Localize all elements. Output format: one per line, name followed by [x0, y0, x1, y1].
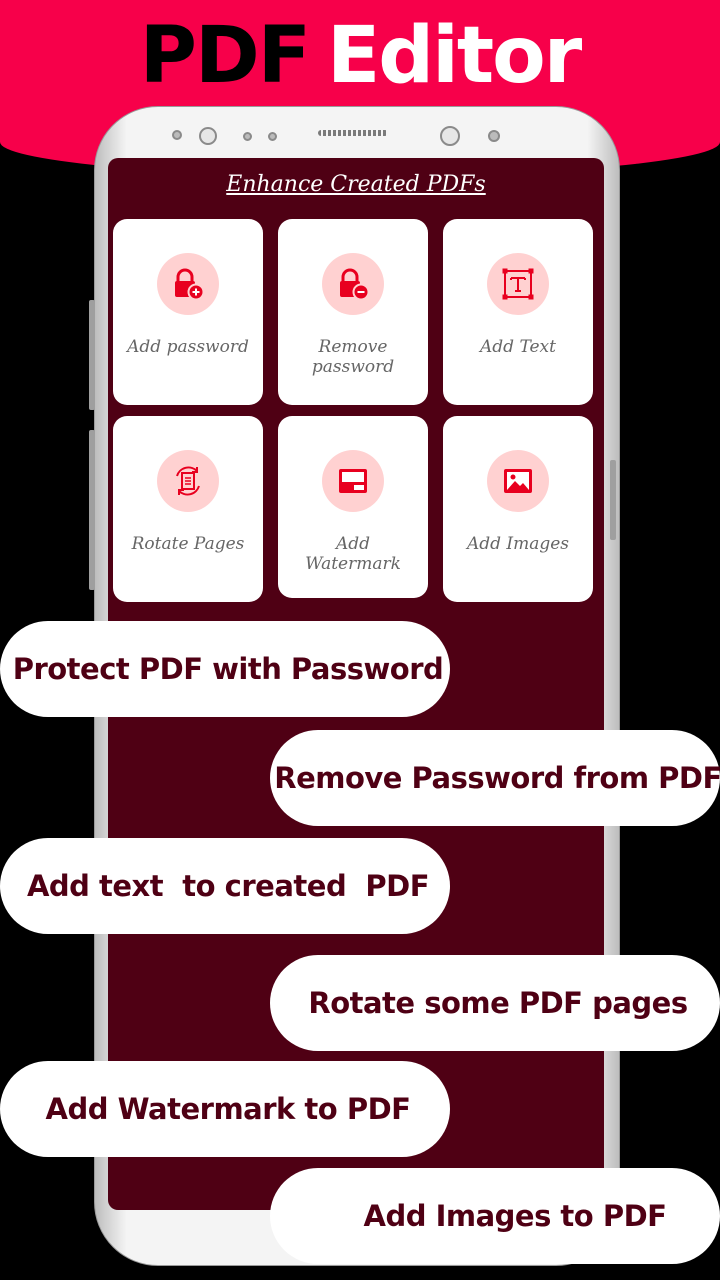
card-label: Add password [127, 337, 249, 357]
card-add-watermark[interactable]: Add Watermark [278, 416, 428, 598]
icon-circle [322, 450, 384, 512]
screen-title: Enhance Created PDFs [226, 172, 486, 197]
icon-circle [487, 450, 549, 512]
feature-text: Add Images to PDF [363, 1199, 667, 1233]
phone-sensor-icon [172, 130, 182, 140]
card-label: Add Watermark [305, 534, 401, 574]
icon-circle [157, 450, 219, 512]
phone-volume-button [89, 300, 95, 410]
card-rotate-pages[interactable]: Rotate Pages [113, 416, 263, 602]
card-remove-password[interactable]: Remove password [278, 219, 428, 405]
phone-sensor-icon [243, 132, 252, 141]
feature-text: Add text to created PDF [26, 869, 430, 903]
card-label: Add Images [466, 534, 570, 554]
promo-title-editor: Editor [327, 11, 582, 101]
phone-front-camera-icon [440, 126, 460, 146]
card-label: Add Text [480, 337, 556, 357]
feature-text: Protect PDF with Password [12, 652, 444, 686]
feature-pill-add-text: Add text to created PDF [0, 838, 450, 934]
image-icon [504, 469, 532, 493]
promo-title-pdf: PDF [139, 11, 311, 101]
phone-sensor-icon [488, 130, 500, 142]
icon-circle [487, 253, 549, 315]
feature-pill-rotate: Rotate some PDF pages [270, 955, 720, 1051]
icon-circle [157, 253, 219, 315]
card-add-text[interactable]: Add Text [443, 219, 593, 405]
lock-minus-icon [340, 268, 370, 301]
phone-speaker [318, 130, 388, 136]
lock-plus-icon [175, 268, 205, 301]
card-add-images[interactable]: Add Images [443, 416, 593, 602]
phone-power-button [610, 460, 616, 540]
icon-circle [322, 253, 384, 315]
card-label: Remove password [311, 337, 395, 377]
feature-text: Add Watermark to PDF [45, 1092, 411, 1126]
phone-camera-icon [199, 127, 217, 145]
feature-pill-watermark: Add Watermark to PDF [0, 1061, 450, 1157]
phone-sensor-icon [268, 132, 277, 141]
card-label: Rotate Pages [131, 534, 245, 554]
feature-pill-protect: Protect PDF with Password [0, 621, 450, 717]
watermark-icon [339, 469, 367, 493]
feature-text: Remove Password from PDF [274, 761, 720, 795]
feature-pill-images: Add Images to PDF [270, 1168, 720, 1264]
card-add-password[interactable]: Add password [113, 219, 263, 405]
phone-bixby-button [89, 430, 95, 590]
text-box-icon [502, 268, 534, 300]
feature-text: Rotate some PDF pages [308, 986, 688, 1020]
rotate-document-icon [176, 466, 200, 496]
feature-pill-remove-password: Remove Password from PDF [270, 730, 720, 826]
